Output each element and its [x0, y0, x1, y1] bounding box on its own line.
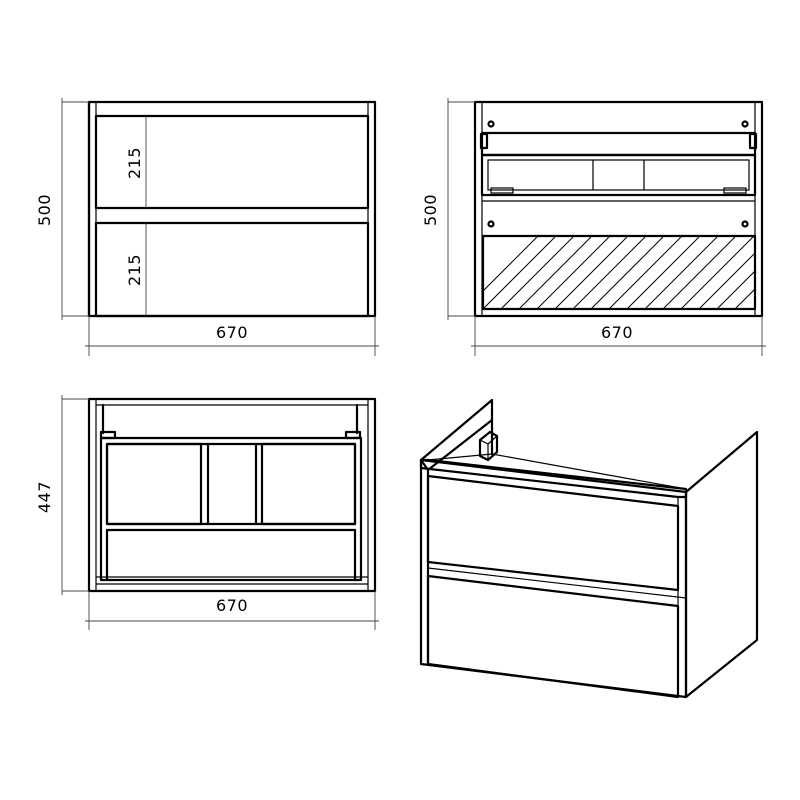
back-width-dimension [471, 316, 766, 356]
iso-wall-bracket [478, 430, 499, 462]
front-drawer-top-label: 215 [125, 147, 144, 179]
front-height-dimension [61, 98, 89, 320]
back-hinge-holes [487, 120, 749, 228]
iso-drawer-top [426, 474, 680, 592]
iso-drawer-bottom [426, 574, 680, 699]
front-width-label: 670 [216, 323, 248, 342]
front-width-dimension [85, 316, 379, 356]
front-drawer-bottom-label: 215 [125, 254, 144, 286]
back-hatched-panel [481, 234, 757, 311]
back-height-dimension [447, 98, 475, 320]
iso-right-side [684, 430, 759, 699]
front-view: 500 670 215 215 [35, 98, 379, 356]
top-view: 447 670 [35, 395, 379, 630]
top-brackets [99, 403, 362, 440]
top-cabinet-outline [87, 397, 377, 593]
back-runner-brackets [479, 132, 758, 194]
front-drawer-bottom [94, 221, 370, 318]
isometric-view [419, 398, 759, 699]
back-height-label: 500 [421, 194, 440, 226]
top-width-label: 670 [216, 596, 248, 615]
top-width-dimension [85, 591, 379, 630]
front-height-label: 500 [35, 194, 54, 226]
top-drawer-box [99, 436, 363, 582]
back-width-label: 670 [601, 323, 633, 342]
iso-front-frame [419, 458, 688, 699]
front-drawer-top [94, 114, 370, 210]
top-depth-dimension [61, 395, 89, 595]
back-top-drawer [480, 131, 757, 202]
back-view: 500 670 [421, 98, 766, 356]
top-depth-label: 447 [35, 481, 54, 513]
